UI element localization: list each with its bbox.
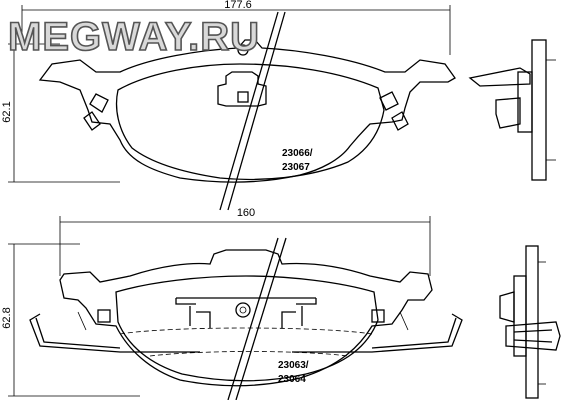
bottom-side-view <box>499 245 561 399</box>
top-center-clip <box>217 71 267 107</box>
top-side-clip-upper <box>468 67 531 87</box>
bottom-width-label: 160 <box>237 207 255 219</box>
bottom-side-friction <box>513 275 527 357</box>
bottom-brake-pad: 160 62.8 23063/ 23064 <box>1 207 463 400</box>
bottom-height-dimension: 62.8 <box>1 243 140 397</box>
top-part-number-2: 23067 <box>282 162 310 173</box>
top-friction-surface <box>115 63 385 181</box>
bottom-center-spring-clip <box>175 297 317 328</box>
bottom-left-side-clip <box>97 309 111 323</box>
top-slot-line-b <box>227 11 286 211</box>
top-brake-pad: 177.6 62.1 23066/ 23067 <box>1 0 456 211</box>
bottom-side-clip-upper <box>499 291 515 323</box>
top-part-number-1: 23066/ <box>282 148 313 159</box>
top-right-side-clip <box>379 91 409 131</box>
bottom-friction-surface <box>115 275 379 382</box>
top-height-label: 62.1 <box>1 101 13 122</box>
bottom-slot-line-a <box>227 237 279 400</box>
bottom-backing-plate <box>59 249 433 387</box>
bottom-wear-line-1 <box>119 327 373 335</box>
bottom-right-wire-spring <box>292 313 463 353</box>
top-side-clip-lower <box>495 97 521 129</box>
bottom-left-wire-spring <box>29 313 200 353</box>
bottom-center-hole-inner <box>239 306 247 314</box>
bottom-part-number-2: 23064 <box>278 374 306 385</box>
top-width-label: 177.6 <box>224 0 252 11</box>
bottom-height-label: 62.8 <box>1 307 13 328</box>
watermark-logo: MEGWAY.RU <box>8 15 260 59</box>
top-width-dimension: 177.6 <box>21 0 451 55</box>
bottom-width-dimension: 160 <box>59 207 431 276</box>
bottom-side-plate <box>525 245 539 399</box>
top-left-side-clip <box>83 93 109 131</box>
bottom-center-hole <box>235 302 251 318</box>
bottom-right-side-clip <box>371 309 385 323</box>
top-center-clip-slot <box>237 91 249 103</box>
top-mount-hole <box>237 44 249 56</box>
bottom-part-number-1: 23063/ <box>278 360 309 371</box>
bottom-side-wire-spring <box>505 321 561 351</box>
top-side-friction <box>517 71 533 133</box>
top-side-plate <box>531 39 547 181</box>
top-slot-line-a <box>219 11 279 211</box>
bottom-slot-line-b <box>235 237 287 400</box>
top-backing-plate <box>38 39 456 183</box>
bottom-wear-line-2 <box>149 351 349 357</box>
top-side-view <box>468 39 556 181</box>
top-height-dimension: 62.1 <box>1 43 120 183</box>
